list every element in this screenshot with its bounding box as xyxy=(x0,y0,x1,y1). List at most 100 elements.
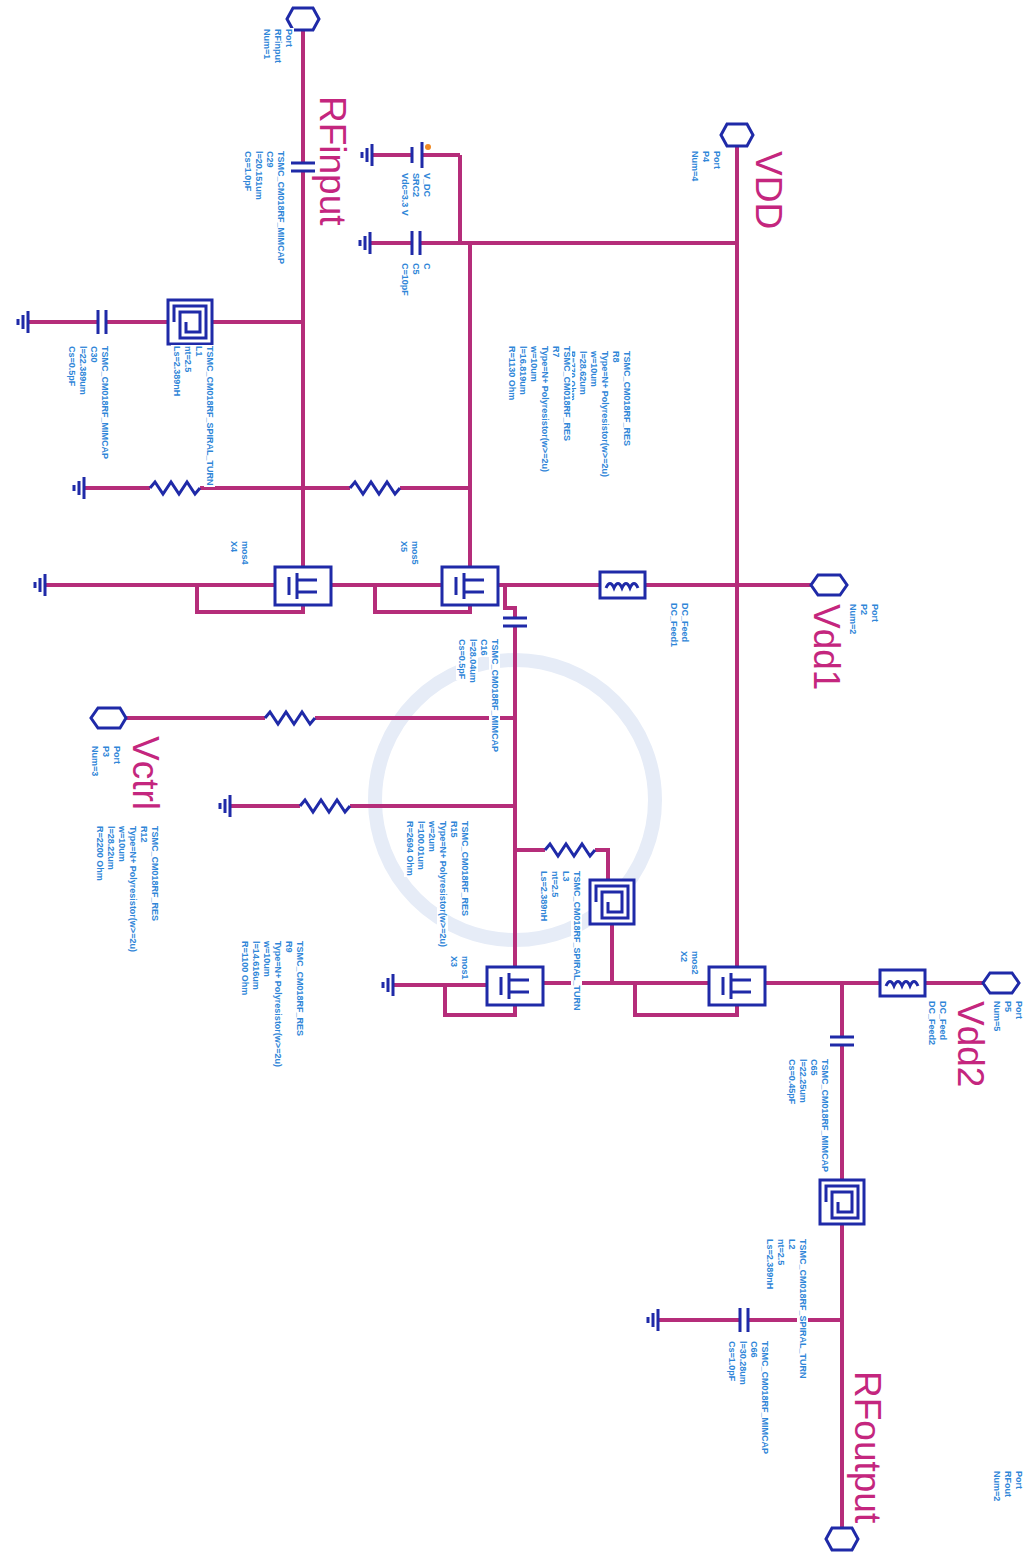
component-label: R9 xyxy=(283,940,294,954)
wire xyxy=(765,981,990,985)
component-label: C5 xyxy=(410,262,421,276)
ground-symbol xyxy=(362,144,372,166)
port-title: Vdd2 xyxy=(950,1000,990,1088)
component-label: mos4 xyxy=(239,540,250,566)
mosfet-symbol xyxy=(487,967,543,1005)
component-label: Port xyxy=(111,745,122,765)
component-label: Num=2 xyxy=(847,603,858,635)
component-label-group: PortRFoutNum=2 xyxy=(991,1470,1024,1502)
port-symbol xyxy=(983,973,1019,993)
component-label: Cs=0.45pF xyxy=(786,1058,797,1105)
capacitor-symbol xyxy=(740,1308,748,1332)
component-label-group: TSMC_CM018RF_MIMCAPC16l=28.04umCs=0.5pF xyxy=(456,638,500,753)
transistors xyxy=(275,567,765,1005)
wire xyxy=(735,145,739,967)
wire xyxy=(498,583,818,587)
component-label: C29 xyxy=(264,150,275,169)
dc-feed-coil xyxy=(886,982,918,987)
component-label: Num=4 xyxy=(689,150,700,182)
component-label: TSMC_CM018RF_MIMCAP xyxy=(275,150,286,265)
mosfet-symbol xyxy=(709,967,765,1005)
component-label: TSMC_CM018RF_RES xyxy=(621,350,632,447)
component-label: Cs=0.5pF xyxy=(66,345,77,387)
resistor-symbol xyxy=(300,800,350,812)
component-label-group: PortP4Num=4 xyxy=(689,150,722,182)
component-label: Num=2 xyxy=(991,1470,1002,1502)
component-label: C65 xyxy=(808,1058,819,1077)
wire xyxy=(230,804,515,808)
mosfet-detail xyxy=(501,973,529,999)
port-title-group: RFoutput xyxy=(847,1370,887,1524)
component-label: w=10um xyxy=(116,825,127,863)
component-label: L3 xyxy=(560,870,571,883)
component-label: mos1 xyxy=(459,955,470,981)
component-label: TSMC_CM018RF_SPIRAL_TURN xyxy=(204,345,215,487)
component-label: R=2694 Ohm xyxy=(404,820,415,877)
component-label-group: TSMC_CM018RF_SPIRAL_TURNL2nt=2.5Ls=2.389… xyxy=(764,1238,808,1380)
wire xyxy=(505,585,515,967)
component-label: Cs=0.5pF xyxy=(456,638,467,680)
component-label-group: TSMC_CM018RF_MIMCAPC30l=22.389umCs=0.5pF xyxy=(66,345,110,460)
resistor-symbol xyxy=(350,482,400,494)
component-label: mos5 xyxy=(409,540,420,566)
component-label: Port xyxy=(711,150,722,170)
ground-symbol xyxy=(35,574,45,596)
wire xyxy=(658,1318,842,1322)
component-label: Ls=2.389nH xyxy=(764,1238,775,1290)
mosfet-detail xyxy=(289,573,317,599)
component-label: l=22.389um xyxy=(77,345,88,396)
capacitor-symbol xyxy=(830,1037,854,1045)
component-label: P3 xyxy=(100,745,111,758)
dc-feeds xyxy=(600,572,925,996)
component-label: Port xyxy=(869,603,880,623)
component-label-group: TSMC_CM018RF_RESR8Type=N+ Polyresistor(w… xyxy=(566,350,632,478)
component-label-group: mos1X3 xyxy=(448,955,470,981)
component-label: P4 xyxy=(700,150,711,163)
grounds xyxy=(18,144,658,1331)
component-label: X5 xyxy=(398,540,409,553)
component-label: Ls=2.389nH xyxy=(538,870,549,922)
port-title: VDD xyxy=(748,150,788,230)
component-label: TSMC_CM018RF_RES xyxy=(459,820,470,917)
component-label: L2 xyxy=(786,1238,797,1251)
mosfet-detail xyxy=(456,573,484,599)
ground-symbol xyxy=(360,232,370,254)
capacitors xyxy=(98,163,854,1332)
component-label: R=1130 Ohm xyxy=(506,345,517,401)
capacitor-symbol xyxy=(291,163,315,171)
component-label-group: TSMC_CM018RF_SPIRAL_TURNL3nt=2.5Ls=2.389… xyxy=(538,870,582,1012)
component-label: l=28.62um xyxy=(577,350,588,396)
port-title: RFinput xyxy=(312,95,352,227)
component-label: TSMC_CM018RF_SPIRAL_TURN xyxy=(571,870,582,1012)
component-label: Cs=1.0pF xyxy=(726,1340,737,1382)
port-title: Vctrl xyxy=(125,735,165,811)
component-label-group: TSMC_CM018RF_RESR15Type=N+ Polyresistor(… xyxy=(404,820,470,948)
component-label-group: TSMC_CM018RF_MIMCAPC29l=20.151umCs=1.0pF xyxy=(242,150,286,265)
polarity-mark xyxy=(425,144,431,150)
component-label: P2 xyxy=(858,603,869,616)
component-label: l=30.28um xyxy=(737,1340,748,1386)
component-label: C16 xyxy=(478,638,489,657)
spiral-frame xyxy=(590,880,634,924)
component-label: l=22.25um xyxy=(797,1058,808,1104)
component-label: Ls=2.389nH xyxy=(171,345,182,397)
component-label: Type=N+ Polyresistor(w>=2u) xyxy=(127,825,138,953)
component-label: Vdc=3.3 V xyxy=(399,172,410,217)
component-label: Port xyxy=(283,28,294,48)
component-label: w=10um xyxy=(261,940,272,978)
port-symbol xyxy=(721,124,753,146)
wire xyxy=(122,716,515,720)
wire xyxy=(840,983,844,1528)
component-label: TSMC_CM018RF_MIMCAP xyxy=(489,638,500,753)
resistor-symbol xyxy=(545,844,595,856)
component-label-group: DC_FeedDC_Feed2 xyxy=(926,1000,948,1046)
component-label: w=2um xyxy=(426,820,437,853)
ground-symbol xyxy=(383,974,393,996)
ground-symbol xyxy=(648,1309,658,1331)
component-label: w=10um xyxy=(528,345,539,383)
component-label: RFinput xyxy=(272,28,283,64)
component-label-group: PortRFinputNum=1 xyxy=(261,28,294,64)
component-label-group: PortP3Num=3 xyxy=(89,745,122,777)
